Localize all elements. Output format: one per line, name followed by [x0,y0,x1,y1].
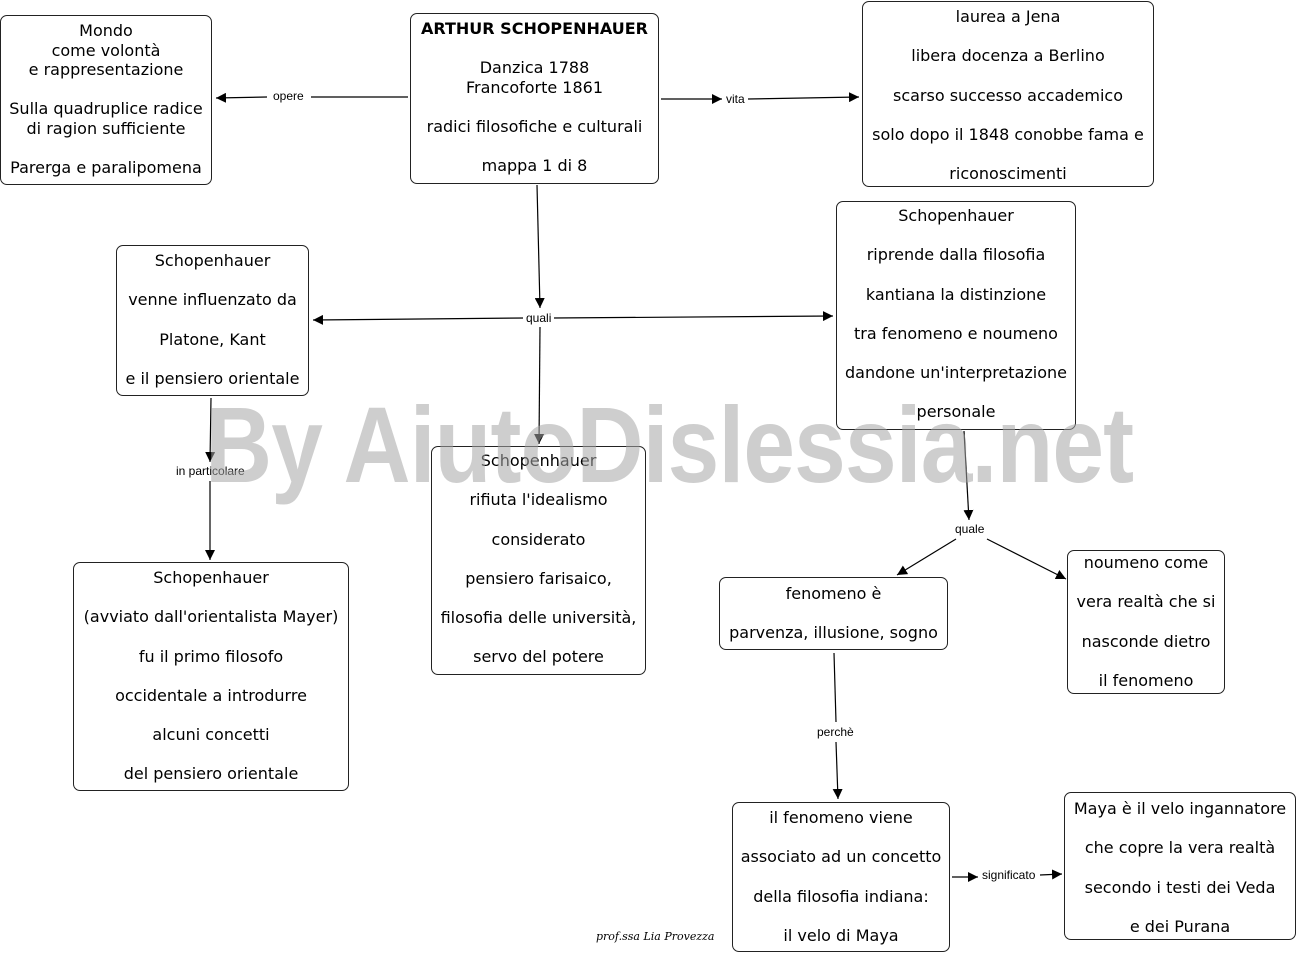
node-veil: Maya è il velo ingannatore che copre la … [1064,792,1296,940]
maya-line: il velo di Maya [783,925,899,945]
kant-line: dandone un'interpretazione [845,363,1067,383]
idealism-line: Schopenhauer [480,451,597,470]
label-perche: perchè [814,724,857,740]
works-line: e rappresentazione [28,60,184,80]
life-line: solo dopo il 1848 conobbe fama e [872,124,1144,144]
node-maya: il fenomeno viene associato ad un concet… [732,802,950,952]
title-line: Danzica 1788 [479,58,590,78]
phenomenon-line: fenomeno è [785,584,882,603]
arrow-quali-idealism [534,326,545,445]
orient-line: Schopenhauer [153,568,269,587]
node-orient: Schopenhauer (avviato dall'orientalista … [73,562,349,791]
author-signature: prof.ssa Lia Provezza [596,930,715,943]
idealism-line: considerato [491,529,586,549]
connector-influences-in-particolare [205,397,216,463]
life-line: scarso successo accademico [892,85,1123,105]
kant-line: tra fenomeno e noumeno [854,323,1058,343]
maya-line: associato ad un concetto [740,847,942,867]
kant-line: personale [916,402,996,422]
phenomenon-line: parvenza, illusione, sogno [729,623,938,643]
kant-line: Schopenhauer [898,206,1014,225]
idealism-line: pensiero farisaico, [465,568,612,588]
influences-line: Platone, Kant [159,329,266,349]
maya-line: della filosofia indiana: [753,886,929,906]
arrow-significato-veil [1039,869,1063,880]
arrow-quale-phenomenon [896,538,957,576]
veil-line: che copre la vera realtà [1084,838,1276,858]
life-line: riconoscimenti [949,164,1067,184]
noumenon-line: vera realtà che si [1076,592,1216,612]
title-line: mappa 1 di 8 [481,156,588,176]
orient-line: occidentale a introdurre [115,685,307,705]
node-works: Mondo come volontà e rappresentazione Su… [0,15,212,185]
noumenon-line: nasconde dietro [1081,631,1211,651]
influences-line: Schopenhauer [154,251,271,270]
connector-kant-quale [963,430,974,521]
label-in-particolare: in particolare [173,463,248,479]
connector-title-quali [534,184,545,309]
life-line: libera docenza a Berlino [911,46,1105,66]
label-vita: vita [723,91,748,107]
arrow-quale-noumenon [986,538,1067,580]
title-line: Francoforte 1861 [465,77,604,97]
node-title: ARTHUR SCHOPENHAUER Danzica 1788 Francof… [410,13,659,184]
works-line: Sulla quadruplice radice [9,99,203,119]
title-heading: ARTHUR SCHOPENHAUER [421,19,648,38]
label-quali: quali [523,310,555,326]
node-kant: Schopenhauer riprende dalla filosofia ka… [836,201,1076,430]
orient-line: fu il primo filosofo [138,646,284,666]
arrow-quali-influences [312,314,526,325]
label-significato: significato [979,867,1039,883]
influences-line: venne influenzato da [128,290,297,310]
idealism-line: filosofia delle università, [440,608,637,628]
arrow-quali-kant [552,311,834,322]
works-line: Mondo [79,21,133,40]
idealism-line: rifiuta l'idealismo [469,490,608,510]
veil-line: e dei Purana [1129,916,1231,936]
kant-line: riprende dalla filosofia [866,245,1046,265]
orient-line: alcuni concetti [152,725,270,745]
orient-line: (avviato dall'orientalista Mayer) [83,607,339,627]
label-opere: opere [270,88,307,104]
works-line: come volontà [51,40,161,60]
kant-line: kantiana la distinzione [865,284,1047,304]
veil-line: Maya è il velo ingannatore [1073,799,1287,818]
noumenon-line: noumeno come [1083,553,1209,572]
connector-phenomenon-perche [833,652,837,723]
maya-line: il fenomeno viene [769,808,913,827]
node-life: laurea a Jena libera docenza a Berlino s… [862,1,1154,187]
node-noumenon: noumeno come vera realtà che si nasconde… [1067,550,1225,694]
node-idealism: Schopenhauer rifiuta l'idealismo conside… [431,446,646,675]
noumenon-line: il fenomeno [1098,670,1194,690]
works-line: Parerga e paralipomena [10,158,202,178]
node-phenomenon: fenomeno è parvenza, illusione, sogno [719,577,948,650]
node-influences: Schopenhauer venne influenzato da Platon… [116,245,309,396]
arrow-vita-life [747,92,860,103]
influences-line: e il pensiero orientale [125,368,300,388]
works-line: di ragion sufficiente [26,119,186,139]
veil-line: secondo i testi dei Veda [1084,877,1276,897]
arrow-perche-maya [832,741,843,800]
arrow-opere-works [215,92,268,103]
life-line: laurea a Jena [955,7,1061,26]
title-line: radici filosofiche e culturali [426,117,643,137]
idealism-line: servo del potere [473,647,604,667]
orient-line: del pensiero orientale [123,764,299,784]
label-quale: quale [952,521,988,537]
